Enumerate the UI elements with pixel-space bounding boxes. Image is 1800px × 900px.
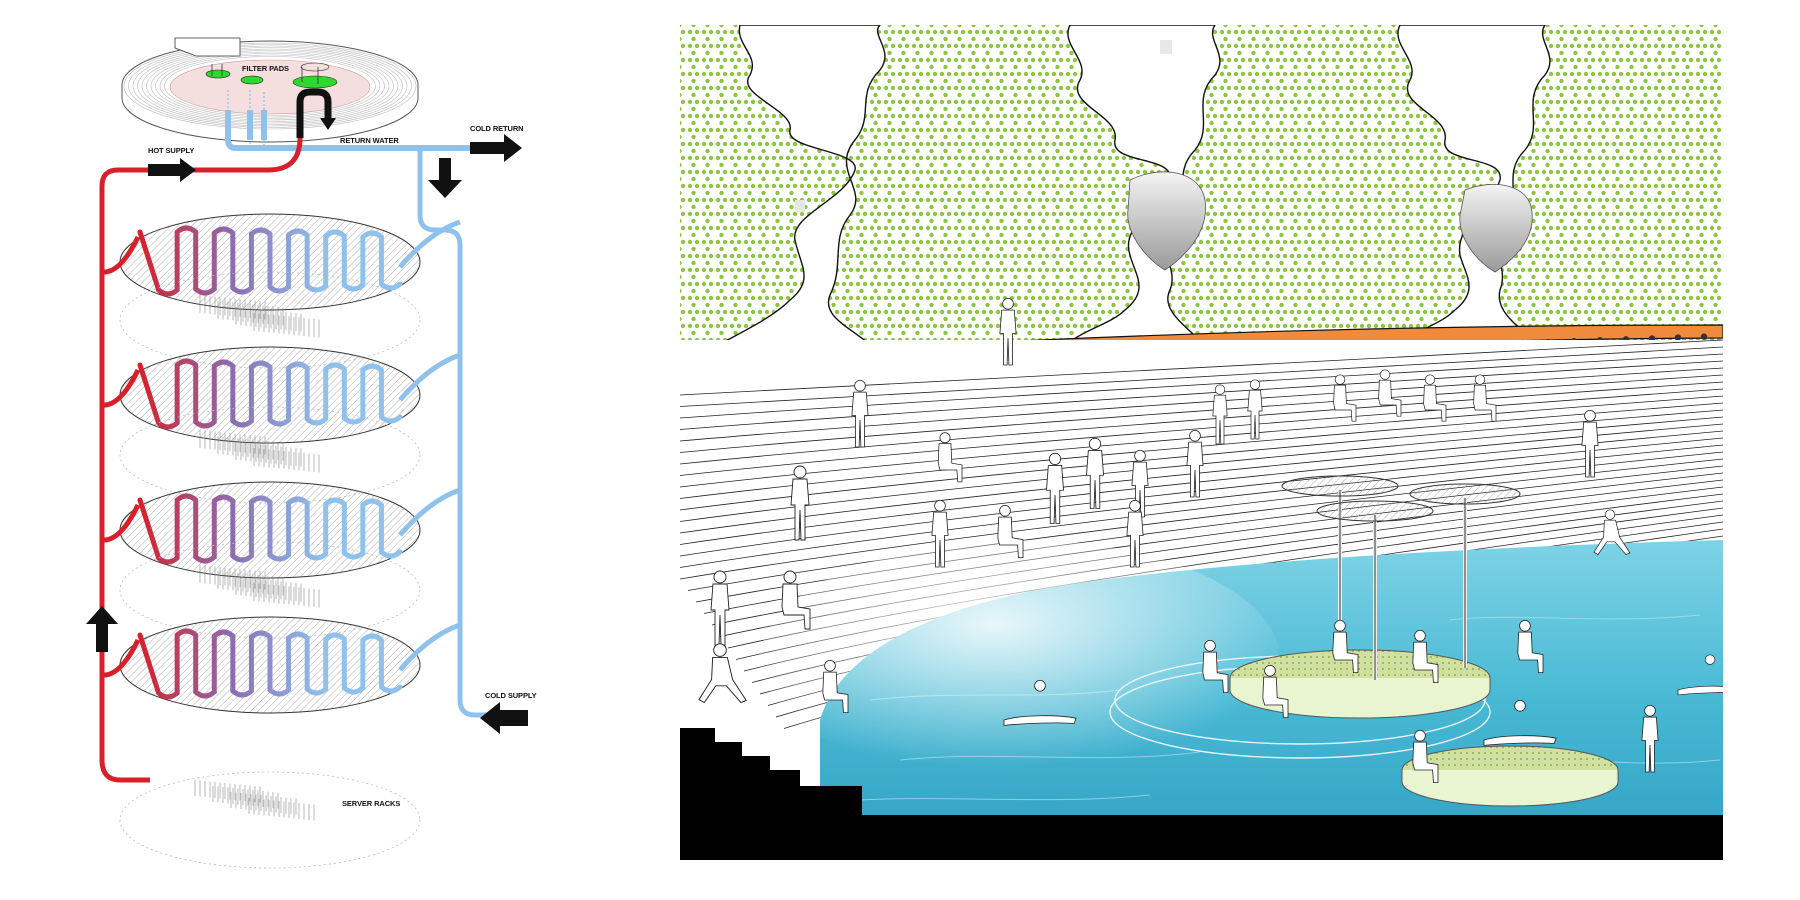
down-flow-arrow (428, 158, 462, 198)
cooling-coil (137, 628, 403, 700)
platforms (1229, 649, 1619, 807)
person-silhouette (1412, 629, 1439, 684)
grey-stones (795, 40, 1533, 273)
person-silhouette (822, 659, 849, 714)
person-silhouette (851, 379, 869, 448)
canopies (1281, 475, 1521, 680)
person-silhouette (1085, 437, 1105, 509)
person-silhouette (1262, 664, 1289, 719)
pool-scene (680, 25, 1723, 860)
cold-branch (398, 219, 461, 269)
cold-return-label: COLD RETURN (470, 124, 523, 133)
cooling-diagram: FILTER PADS RETURN WATER (86, 37, 537, 869)
return-water-pipe (225, 110, 500, 151)
person-silhouette (1247, 379, 1263, 440)
server-layer (101, 271, 461, 444)
person-silhouette (1641, 704, 1659, 773)
server-racks (119, 771, 421, 869)
person-silhouette (1378, 369, 1402, 417)
person-silhouette (790, 465, 810, 541)
return-water-label: RETURN WATER (340, 136, 399, 145)
cold-branch (398, 622, 461, 672)
person-silhouette (1332, 619, 1359, 674)
person-silhouette (1126, 499, 1144, 568)
cold-branch (398, 487, 461, 537)
filter-pad (292, 75, 338, 89)
person-silhouette (1517, 619, 1544, 674)
person-silhouette (1423, 374, 1447, 422)
cold-branch (398, 352, 461, 402)
person-silhouette (931, 499, 949, 568)
server-racks (199, 565, 320, 608)
cooling-coil (137, 225, 403, 297)
person-silhouette (1593, 509, 1631, 556)
person-silhouette (781, 570, 811, 630)
black-base (680, 728, 1723, 860)
person-silhouette (1003, 679, 1077, 726)
server-layer (101, 406, 461, 579)
person-silhouette (1677, 654, 1723, 696)
filter-pad (240, 75, 264, 85)
up-flow-arrow (86, 606, 118, 652)
person-silhouette (1333, 374, 1357, 422)
cooling-coil (137, 493, 403, 565)
person-silhouette (997, 504, 1024, 559)
hot-branch (101, 638, 141, 678)
person-silhouette (1581, 409, 1599, 478)
person-silhouette (698, 643, 747, 704)
person-silhouette (710, 570, 730, 646)
hot-supply-label: HOT SUPPLY (148, 146, 194, 155)
flow-arrows (86, 134, 528, 734)
person-silhouette (1212, 384, 1228, 445)
server-racks (199, 430, 320, 473)
person-silhouette (999, 297, 1017, 366)
person-silhouette (1202, 639, 1229, 694)
hot-supply-arrow (148, 158, 196, 182)
server-layer (101, 213, 461, 311)
cold-supply-arrow (480, 702, 528, 734)
filter-pad (205, 69, 231, 79)
hot-supply-pipe (99, 137, 303, 783)
steam-plumes (697, 25, 1551, 356)
hot-branch (101, 368, 141, 408)
server-racks (199, 295, 320, 338)
person-silhouette (1473, 374, 1497, 422)
person-silhouette (1186, 429, 1204, 498)
hot-return-loop (296, 88, 332, 138)
cold-supply-label: COLD SUPPLY (485, 691, 537, 700)
pool-disk: FILTER PADS (121, 37, 419, 143)
cold-return-arrow (470, 134, 522, 162)
server-racks-label: SERVER RACKS (342, 799, 400, 808)
filter-pads-label: FILTER PADS (242, 64, 289, 73)
person-silhouette (1045, 452, 1065, 524)
down-arrow (320, 118, 336, 130)
person-silhouette (937, 432, 963, 483)
server-layers (101, 213, 461, 869)
cold-supply-pipe (417, 148, 520, 718)
steam-mist (760, 540, 1280, 780)
hot-branch (101, 503, 141, 543)
pool-building (174, 37, 241, 57)
person-silhouette (1412, 729, 1439, 784)
people (698, 297, 1723, 784)
hot-branch (101, 235, 141, 275)
person-silhouette (1483, 699, 1557, 746)
server-layer (101, 541, 461, 714)
cooling-coil (137, 358, 403, 430)
